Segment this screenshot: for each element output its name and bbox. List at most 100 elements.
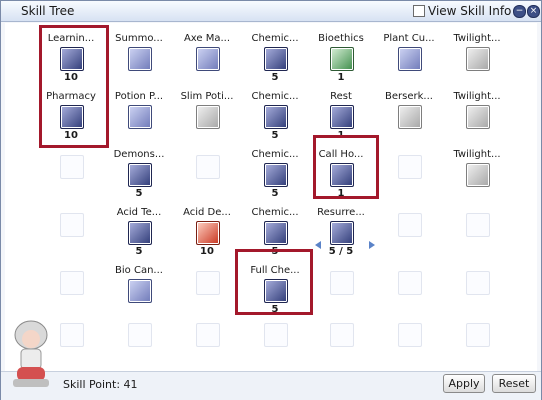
skill-name: Berserk... <box>385 91 433 102</box>
skill-level: 1 <box>337 188 345 199</box>
empty-slot <box>196 155 220 179</box>
skill-name: Resurre... <box>317 207 365 218</box>
skill-slot[interactable]: Slim Poti... <box>177 83 237 139</box>
axe-icon[interactable] <box>196 47 220 71</box>
potion-icon[interactable] <box>466 47 490 71</box>
view-skill-info-toggle[interactable]: View Skill Info <box>413 4 511 18</box>
flask-icon[interactable] <box>264 105 288 129</box>
view-skill-info-label: View Skill Info <box>428 4 512 18</box>
skill-slot[interactable]: Axe Ma... <box>177 25 237 81</box>
skill-level: 5 <box>135 188 143 199</box>
empty-slot <box>466 271 490 295</box>
call-homunculus-icon[interactable] <box>330 163 354 187</box>
skill-name: Learnin... <box>47 33 95 44</box>
potion-icon[interactable] <box>60 47 84 71</box>
acid-terror-icon[interactable] <box>128 221 152 245</box>
dna-icon[interactable] <box>330 47 354 71</box>
plant-cultivation-icon[interactable] <box>398 47 422 71</box>
empty-slot <box>60 271 84 295</box>
flask-icon[interactable] <box>264 47 288 71</box>
skill-name: Full Che... <box>250 265 300 276</box>
skill-name: Pharmacy <box>46 91 96 102</box>
slim-potion-icon[interactable] <box>196 105 220 129</box>
empty-slot <box>398 155 422 179</box>
flask-icon[interactable] <box>264 163 288 187</box>
skill-slot[interactable]: Potion P... <box>109 83 169 139</box>
skill-level: 5 <box>271 130 279 141</box>
skill-slot[interactable]: Acid De... 10 <box>177 199 237 257</box>
skill-name: Demons... <box>113 149 165 160</box>
skill-slot[interactable]: Chemic... 5 <box>245 199 305 257</box>
skill-slot[interactable]: Pharmacy 10 <box>41 83 101 141</box>
minimize-button[interactable]: − <box>513 5 526 18</box>
skill-slot[interactable]: Call Ho... 1 <box>311 141 371 199</box>
skill-slot[interactable]: Learnin... 10 <box>41 25 101 83</box>
skill-point-counter: Skill Point: 41 <box>63 378 138 391</box>
skill-slot[interactable]: Chemic... 5 <box>245 141 305 199</box>
skill-name: Potion P... <box>114 91 164 102</box>
apply-button[interactable]: Apply <box>443 374 485 393</box>
skill-slot[interactable]: Twilight... <box>447 25 507 81</box>
resurrect-icon[interactable] <box>330 221 354 245</box>
skill-slot[interactable]: Chemic... 5 <box>245 25 305 83</box>
skill-slot[interactable]: Resurre... 5 / 5 <box>311 199 371 257</box>
level-decrease-arrow[interactable] <box>315 241 321 249</box>
empty-slot <box>128 323 152 347</box>
empty-slot <box>398 271 422 295</box>
empty-slot <box>60 155 84 179</box>
skill-slot[interactable]: Bio Can... <box>109 257 169 313</box>
skill-name: Call Ho... <box>318 149 364 160</box>
full-chemical-icon[interactable] <box>264 279 288 303</box>
skill-slot[interactable]: Twilight... <box>447 83 507 139</box>
reset-button[interactable]: Reset <box>492 374 536 393</box>
empty-slot <box>466 323 490 347</box>
demonstration-icon[interactable] <box>128 163 152 187</box>
skill-name: Chemic... <box>251 91 299 102</box>
skill-level: 5 / 5 <box>328 246 354 257</box>
skill-name: Bio Can... <box>115 265 163 276</box>
empty-slot <box>330 271 354 295</box>
skill-slot[interactable]: Plant Cu... <box>379 25 439 81</box>
highlight-learning-pharmacy <box>39 25 109 148</box>
highlight-call-homunculus <box>313 135 379 199</box>
skill-slot[interactable]: Bioethics 1 <box>311 25 371 83</box>
skill-slot[interactable]: Summo... <box>109 25 169 81</box>
skill-slot[interactable]: Twilight... <box>447 141 507 197</box>
skill-grid: Learnin... 10 Summo... Axe Ma... Chemic.… <box>5 23 537 371</box>
checkbox-icon[interactable] <box>413 5 425 17</box>
skill-slot[interactable]: Full Che... 5 <box>245 257 305 315</box>
plant-icon[interactable] <box>128 47 152 71</box>
empty-slot <box>196 271 220 295</box>
skill-slot[interactable]: Berserk... <box>379 83 439 139</box>
skill-name: Chemic... <box>251 33 299 44</box>
acid-bomb-icon[interactable] <box>196 221 220 245</box>
potion-pitcher-icon[interactable] <box>128 105 152 129</box>
character-avatar <box>7 315 55 389</box>
berserk-icon[interactable] <box>398 105 422 129</box>
empty-slot <box>398 213 422 237</box>
skill-name: Twilight... <box>453 33 501 44</box>
potion-icon[interactable] <box>466 163 490 187</box>
pharmacy-icon[interactable] <box>60 105 84 129</box>
bio-cannibalize-icon[interactable] <box>128 279 152 303</box>
skill-level: 10 <box>64 72 78 83</box>
empty-slot <box>60 213 84 237</box>
skill-name: Acid De... <box>183 207 231 218</box>
skill-slot[interactable]: Acid Te... 5 <box>109 199 169 257</box>
close-button[interactable]: × <box>527 5 540 18</box>
skill-level: 5 <box>271 188 279 199</box>
rest-icon[interactable] <box>330 105 354 129</box>
skill-level: 5 <box>271 304 279 315</box>
potion-icon[interactable] <box>466 105 490 129</box>
skill-name: Plant Cu... <box>383 33 435 44</box>
skill-name: Bioethics <box>318 33 364 44</box>
skill-slot[interactable]: Rest 1 <box>311 83 371 141</box>
skill-slot[interactable]: Demons... 5 <box>109 141 169 199</box>
skill-slot[interactable]: Chemic... 5 <box>245 83 305 141</box>
window-title: Skill Tree <box>21 4 75 18</box>
skill-level: 5 <box>271 72 279 83</box>
skill-name: Twilight... <box>453 149 501 160</box>
title-bar[interactable]: Skill Tree View Skill Info − × <box>1 1 541 22</box>
flask-icon[interactable] <box>264 221 288 245</box>
level-increase-arrow[interactable] <box>369 241 375 249</box>
